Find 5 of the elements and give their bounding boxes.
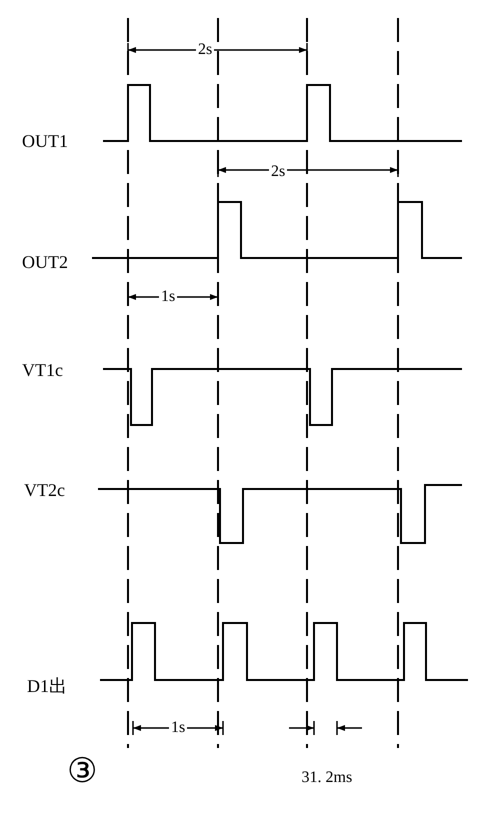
signal-label: OUT2 <box>20 253 70 271</box>
signal-label: VT2c <box>22 481 67 499</box>
dimension-label: 31. 2ms <box>300 770 354 786</box>
signal-label: VT1c <box>20 361 65 379</box>
signal-label: OUT1 <box>20 132 70 150</box>
